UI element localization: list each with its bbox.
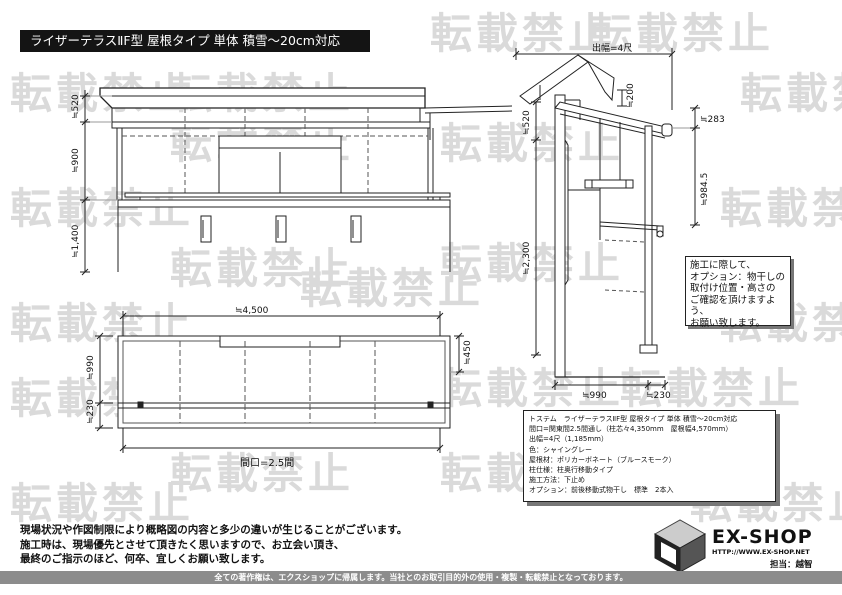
logo-url: HTTP://WWW.EX-SHOP.NET [712,548,810,556]
dim-side-depth: 出幅=4尺 [592,42,632,54]
side-section [512,48,700,390]
dim-plan-depth: ≒990 [86,355,96,380]
front-elevation [80,87,513,276]
dim-front-low: ≒1,400 [71,224,81,258]
note-line: 施工に際して、 [690,260,756,271]
dim-side-230: ≒230 [646,391,671,401]
dim-plan-front: ≒230 [86,399,96,424]
spec-line: オプション：前後移動式物干し 標準 2本入 [529,486,674,495]
watermark-text: 転載禁止 [720,184,842,233]
watermark-text: 転載禁止 [10,479,195,528]
copyright-footer: 全ての著作権は、エクスショップに帰属します。当社とのお取引目的外の使用・複製・転… [0,571,842,584]
dim-side-520: ≒520 [522,110,532,135]
spec-line: 色：シャイングレー [529,445,592,454]
disclaimer-line: 現場状況や作図制限により概略図の内容と多少の違いが生じることがございます。 [20,524,408,536]
logo-name: EX-SHOP [712,526,813,548]
spec-line: 間口=関東間2.5間通し（柱芯々4,350mm 屋根幅4,570mm） [529,425,733,434]
note-line: 取付け位置・高さの [690,283,776,294]
watermark-text: 転載禁止 [440,364,625,413]
spec-line: トステム ライザーテラスⅡF型 屋根タイプ 単体 積雪～20cm対応 [529,415,738,423]
disclaimer-text: 現場状況や作図制限により概略図の内容と多少の違いが生じることがございます。 施工… [20,523,407,567]
watermark-text: 転載禁止 [300,264,485,313]
dim-plan-width: ≒4,500 [235,306,269,316]
spec-line: 施工方法：下止め [529,476,585,485]
watermark-text: 転載禁止 [620,364,805,413]
plan-view [95,311,464,453]
spec-line: 出幅=4尺（1,185mm） [529,435,608,444]
watermark-text: 転載禁止 [740,69,842,118]
watermark-text: 転載禁止 [430,9,615,58]
installation-note: 施工に際して、 オプション：物干しの 取付け位置・高さの ご確認を頂けますよう、… [685,256,791,329]
note-line: お願い致します。 [690,317,766,329]
disclaimer-line: 最終のご指示のほど、何卒、宜しくお願い致します。 [20,553,271,565]
spec-box: トステム ライザーテラスⅡF型 屋根タイプ 単体 積雪～20cm対応 間口=関東… [523,410,776,502]
dim-side-200: ≒200 [626,83,636,108]
note-line: オプション：物干しの [690,271,786,283]
dim-side-283: ≒283 [700,115,725,125]
watermark-text: 転載禁止 [10,184,195,233]
watermark-text: 転載禁止 [170,244,355,293]
dim-side-2300: ≒2,300 [522,241,532,275]
drawing-title: ライザーテラスⅡF型 屋根タイプ 単体 積雪～20cm対応 [20,30,370,52]
dim-front-mid: ≒900 [71,148,81,173]
watermark-text: 転載禁止 [170,449,355,498]
watermark-text: 転載禁止 [440,239,625,288]
watermark-text: 転載禁止 [590,9,775,58]
disclaimer-line: 施工時は、現場優先とさせて頂きたく思いますので、お立会い頂き、 [20,538,345,551]
dim-front-roof: ≒520 [71,94,81,119]
dim-side-990: ≒990 [582,391,607,401]
staff-label: 担当：越智 [770,560,813,570]
spec-line: 屋根材：ポリカーボネート（ブルースモーク） [529,455,676,464]
dim-side-984: ≒984.5 [700,173,710,206]
spec-line: 柱仕様：柱奥行移動タイプ [529,466,613,475]
ex-shop-logo-icon [653,519,707,573]
note-line: ご確認を頂けますよう、 [690,294,776,318]
dim-plan-opening: 間口=2.5間 [240,457,294,469]
watermark-text: 転載禁止 [440,119,625,168]
dim-plan-right: ≒450 [463,340,473,365]
